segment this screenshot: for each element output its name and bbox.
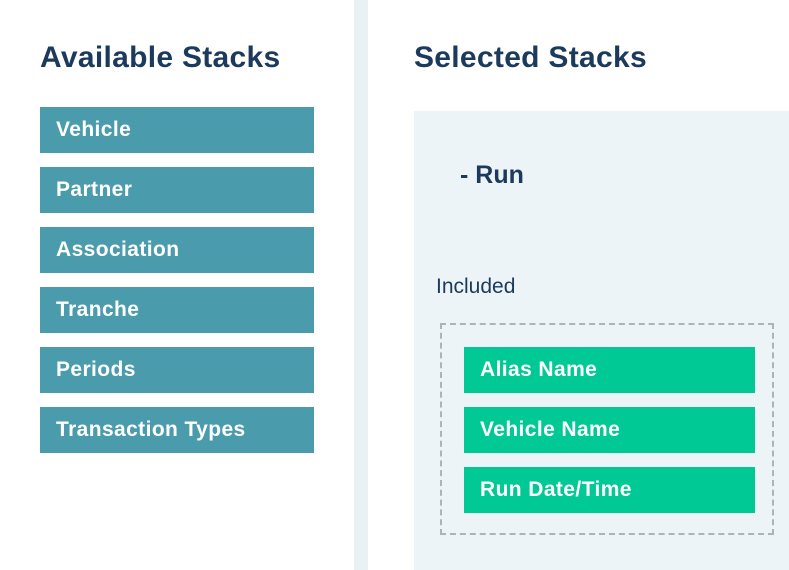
available-stack-item-periods[interactable]: Periods bbox=[40, 347, 314, 393]
selected-stacks-heading: Selected Stacks bbox=[414, 41, 647, 74]
available-stack-item-vehicle[interactable]: Vehicle bbox=[40, 107, 314, 153]
run-group-title[interactable]: - Run bbox=[460, 161, 524, 189]
available-stacks-list: Vehicle Partner Association Tranche Peri… bbox=[40, 107, 314, 467]
selected-stacks-panel: - Run Included Alias Name Vehicle Name R… bbox=[414, 111, 789, 570]
included-item-alias-name[interactable]: Alias Name bbox=[464, 347, 755, 393]
available-stack-item-partner[interactable]: Partner bbox=[40, 167, 314, 213]
available-stacks-heading: Available Stacks bbox=[40, 41, 281, 74]
included-item-run-date-time[interactable]: Run Date/Time bbox=[464, 467, 755, 513]
included-drop-zone[interactable]: Alias Name Vehicle Name Run Date/Time bbox=[440, 323, 774, 535]
available-stack-item-tranche[interactable]: Tranche bbox=[40, 287, 314, 333]
panel-divider bbox=[354, 0, 368, 570]
included-label: Included bbox=[436, 275, 516, 298]
available-stack-item-association[interactable]: Association bbox=[40, 227, 314, 273]
included-stacks-list: Alias Name Vehicle Name Run Date/Time bbox=[464, 347, 755, 527]
included-item-vehicle-name[interactable]: Vehicle Name bbox=[464, 407, 755, 453]
available-stack-item-transaction-types[interactable]: Transaction Types bbox=[40, 407, 314, 453]
